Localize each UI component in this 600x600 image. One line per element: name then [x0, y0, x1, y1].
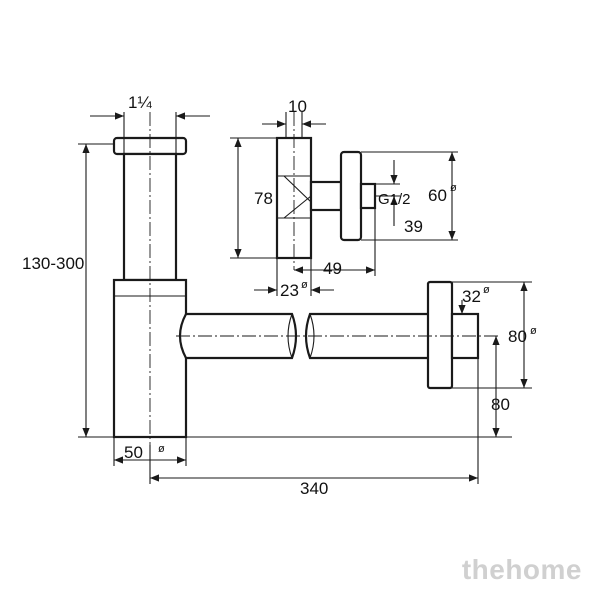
valve-thread: [359, 182, 377, 210]
dim-thread: G1/2: [378, 191, 411, 208]
dim-outlet-diameter: 32: [462, 287, 481, 306]
dim-height-range: 130-300: [22, 254, 84, 273]
dim-valve-depth: 49: [323, 259, 342, 278]
dim-body-diameter: 50: [124, 443, 143, 462]
dim-inlet-size: 1¼: [128, 93, 152, 112]
valve: [275, 112, 377, 270]
wall-flange: [426, 280, 454, 390]
outlet-pipe: [176, 280, 500, 390]
dimension-labels: 1¼ 130-300 50 ø 340 32 ø 80 ø 80 10 78 2…: [22, 93, 537, 498]
dim-valve-outlet: 23: [280, 281, 299, 300]
dim-valve-outlet-symbol: ø: [301, 279, 308, 291]
dimension-lines: [78, 112, 532, 484]
watermark-logo: thehome: [461, 554, 582, 585]
dim-flange-diameter: 80: [508, 327, 527, 346]
dim-flange-height: 80: [491, 395, 510, 414]
dim-valve-flange-symbol: ø: [450, 182, 457, 194]
valve-flange: [339, 150, 363, 242]
dim-thread-offset: 39: [404, 217, 423, 236]
dim-length: 340: [300, 479, 328, 498]
valve-neck: [309, 180, 343, 212]
dim-valve-width: 10: [288, 97, 307, 116]
dim-valve-flange-diameter: 60: [428, 186, 447, 205]
dim-body-diameter-symbol: ø: [158, 443, 165, 455]
dim-flange-diameter-symbol: ø: [530, 325, 537, 337]
dim-outlet-diameter-symbol: ø: [483, 284, 490, 296]
siphon: [112, 112, 188, 445]
dim-valve-height: 78: [254, 189, 273, 208]
valve-tee: [283, 175, 312, 219]
